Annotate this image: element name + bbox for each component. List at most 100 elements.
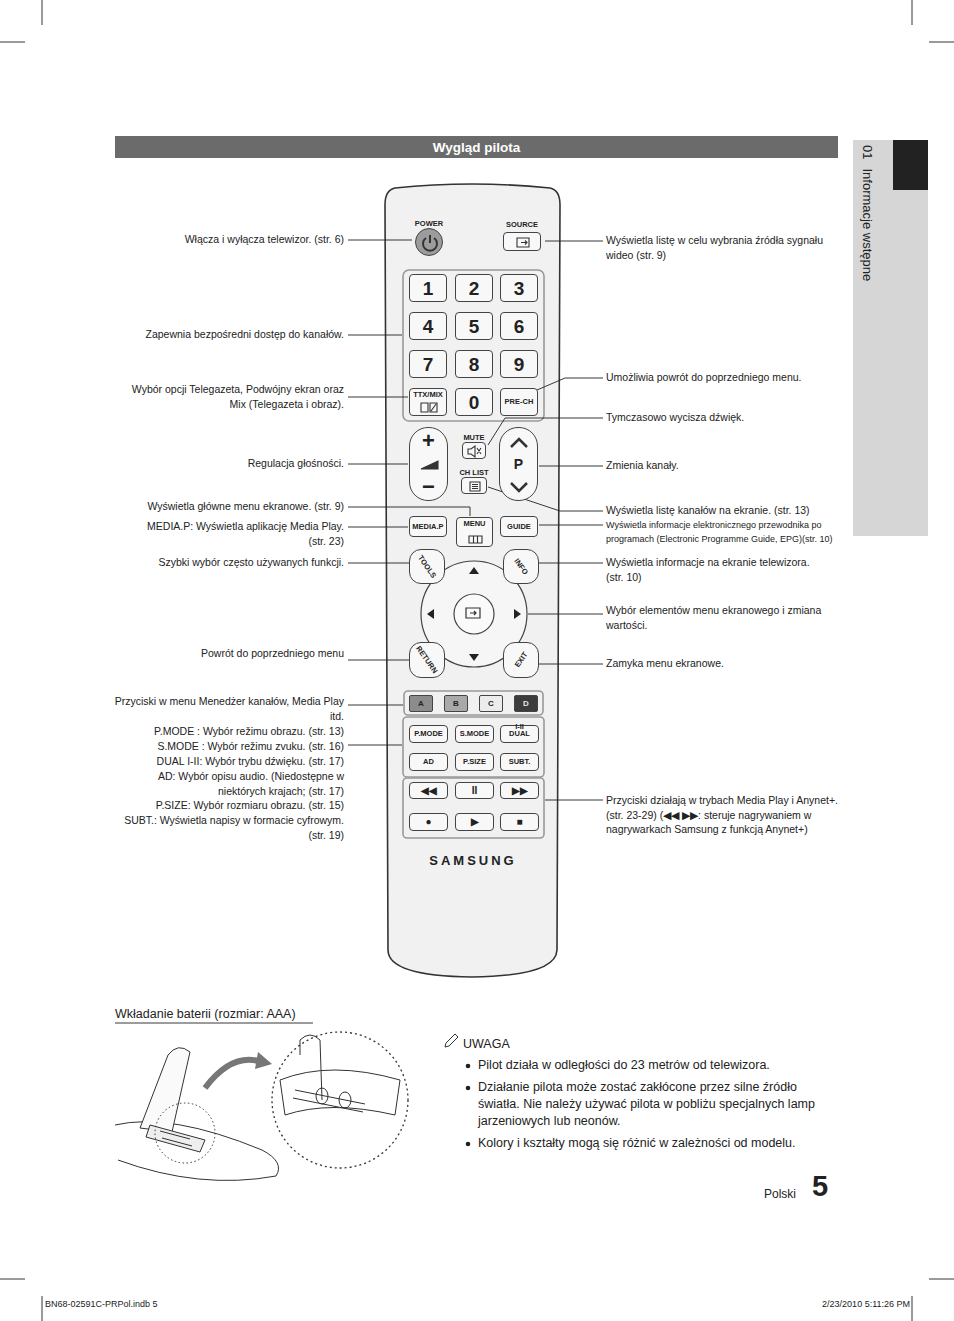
callout-wrap: SUBT.: Wyświetla napisy w formacie cyfro…	[112, 813, 344, 843]
button-label: ▶▶	[512, 786, 528, 796]
callout-text: SUBT.: Wyświetla napisy w formacie cyfro…	[112, 813, 344, 843]
callout-text: Powrót do poprzedniego menu	[114, 646, 344, 661]
button-label: B	[453, 700, 459, 708]
button-label: TTX/MIX	[413, 391, 443, 399]
button-face: SUBT.	[500, 753, 539, 771]
button-face: S.MODE	[455, 725, 494, 743]
button-label: DUAL	[509, 730, 530, 738]
button-icon	[462, 478, 488, 495]
button-face: RETURN	[409, 642, 445, 678]
callout-wrap: Zamyka menu ekranowe.	[606, 656, 836, 671]
button-label: 9	[514, 355, 525, 374]
button-face	[415, 228, 443, 256]
button-label: 4	[423, 317, 434, 336]
button-face: PRE-CH	[500, 388, 538, 416]
button-face: P.SIZE	[455, 753, 494, 771]
callout-wrap: Działanie pilota może zostać zakłócone p…	[478, 1079, 840, 1130]
button-label: RETURN	[415, 645, 439, 675]
button-label: AD	[423, 758, 434, 766]
callout-wrap: Polski	[740, 1186, 796, 1203]
button-label: TOOLS	[417, 554, 438, 579]
page-footer-text: Polski	[740, 1186, 796, 1203]
callout-wrap: Włącza i wyłącza telewizor. (str. 6)	[114, 232, 344, 247]
callout-text: Umożliwia powrót do poprzedniego menu.	[606, 370, 836, 385]
note-text: Wkładanie baterii (rozmiar: AAA)	[115, 1006, 335, 1024]
callout-wrap: Zapewnia bezpośredni dostęp do kanałów.	[114, 327, 344, 342]
button-face: D	[514, 695, 538, 712]
button-label: PRE-CH	[505, 398, 534, 406]
button-face: +−	[409, 427, 448, 501]
button-face: AD	[409, 753, 448, 771]
button-face: 8	[455, 350, 493, 378]
callout-wrap: UWAGA	[463, 1036, 563, 1054]
callout-text: MEDIA.P: Wyświetla aplikację Media Play.…	[134, 519, 344, 548]
chapter-tab: 01Informacje wstępne	[853, 140, 928, 536]
button-face: TTX/MIX	[409, 388, 447, 416]
button-label: 1	[423, 279, 434, 298]
callout-text: Wybór opcji Telegazeta, Podwójny ekran o…	[120, 382, 344, 411]
remote-button: 4	[409, 312, 447, 340]
button-label: MENU	[463, 520, 485, 528]
button-label: GUIDE	[507, 523, 531, 531]
callout-wrap: Regulacja głośności.	[114, 456, 344, 471]
remote-button: 9	[500, 350, 538, 378]
button-face: ▶	[455, 813, 494, 831]
callout-wrap: P.MODE : Wybór režimu obrazu. (str. 13)	[112, 724, 344, 739]
remote-button: P.SIZE	[455, 753, 494, 771]
page-footer-text: 5	[812, 1172, 842, 1201]
remote-button: B	[444, 695, 468, 712]
callout-text: AD: Wybór opisu audio. (Niedostępne w ni…	[112, 769, 344, 799]
callout-text: Przyciski w menu Menedżer kanałów, Media…	[114, 694, 344, 723]
remote-button: P	[499, 427, 538, 501]
button-face: TOOLS	[409, 549, 445, 584]
button-face: B	[444, 695, 468, 712]
callout-text: Zamyka menu ekranowe.	[606, 656, 836, 671]
remote-button: TOOLS	[409, 549, 445, 584]
remote-button: GUIDE	[500, 516, 538, 537]
remote-button: 0	[455, 388, 493, 416]
remote-button: 3	[500, 274, 538, 302]
remote-button: S.MODE	[455, 725, 494, 743]
callout-wrap: BN68-02591C-PRPol.indb 5	[45, 1298, 245, 1311]
button-caption: POWER	[415, 219, 443, 228]
button-face: GUIDE	[500, 516, 538, 537]
button-label: S.MODE	[460, 730, 490, 738]
button-face	[503, 232, 541, 251]
remote-body: SAMSUNGPOWERSOURCE123456789TTX/MIX0PRE-C…	[385, 185, 561, 975]
remote-button: D	[514, 695, 538, 712]
remote-button: 6	[500, 312, 538, 340]
button-caption-row: CH LIST	[443, 461, 505, 479]
callout-wrap: Kolory i kształty mogą się różnić w zale…	[478, 1135, 840, 1152]
callout-wrap: Wkładanie baterii (rozmiar: AAA)	[115, 1006, 335, 1024]
button-face: 1	[409, 274, 447, 302]
callout-wrap: Wyświetla listę kanałów na ekranie. (str…	[606, 503, 836, 518]
button-face: EXIT	[503, 642, 539, 678]
callout-wrap: Przyciski w menu Menedżer kanałów, Media…	[114, 694, 344, 723]
remote-button: RETURN	[409, 642, 445, 678]
callout-wrap: Przyciski działają w trybach Media Play …	[606, 793, 838, 837]
callout-wrap: Zmienia kanały.	[606, 458, 836, 473]
remote-button: 1	[409, 274, 447, 302]
button-face: ●	[409, 813, 448, 831]
button-icon	[416, 229, 444, 257]
button-face: 0	[455, 388, 493, 416]
callout-wrap: 5	[812, 1172, 842, 1201]
button-label: II	[472, 786, 478, 796]
callout-text: Szybki wybór często używanych funkcji.	[104, 555, 344, 570]
brand-logo: SAMSUNG	[385, 853, 561, 868]
callout-text: P.SIZE: Wybór rozmiaru obrazu. (str. 15)	[112, 798, 344, 813]
callout-text: Wyświetla informacje na ekranie telewizo…	[606, 555, 822, 584]
button-label: P.MODE	[414, 730, 443, 738]
remote-button: MENU	[456, 517, 493, 547]
remote-button: I-IIDUAL	[500, 715, 539, 743]
button-face: A	[409, 695, 433, 712]
remote-button: SOURCE	[499, 213, 545, 251]
remote-button: C	[479, 695, 503, 712]
button-label: EXIT	[513, 651, 529, 669]
button-label: 3	[514, 279, 525, 298]
remote-button: CH LIST	[453, 461, 495, 494]
button-label: D	[523, 700, 529, 708]
note-text: UWAGA	[463, 1036, 563, 1054]
callout-text: Wyświetla informacje elektronicznego prz…	[606, 518, 842, 547]
